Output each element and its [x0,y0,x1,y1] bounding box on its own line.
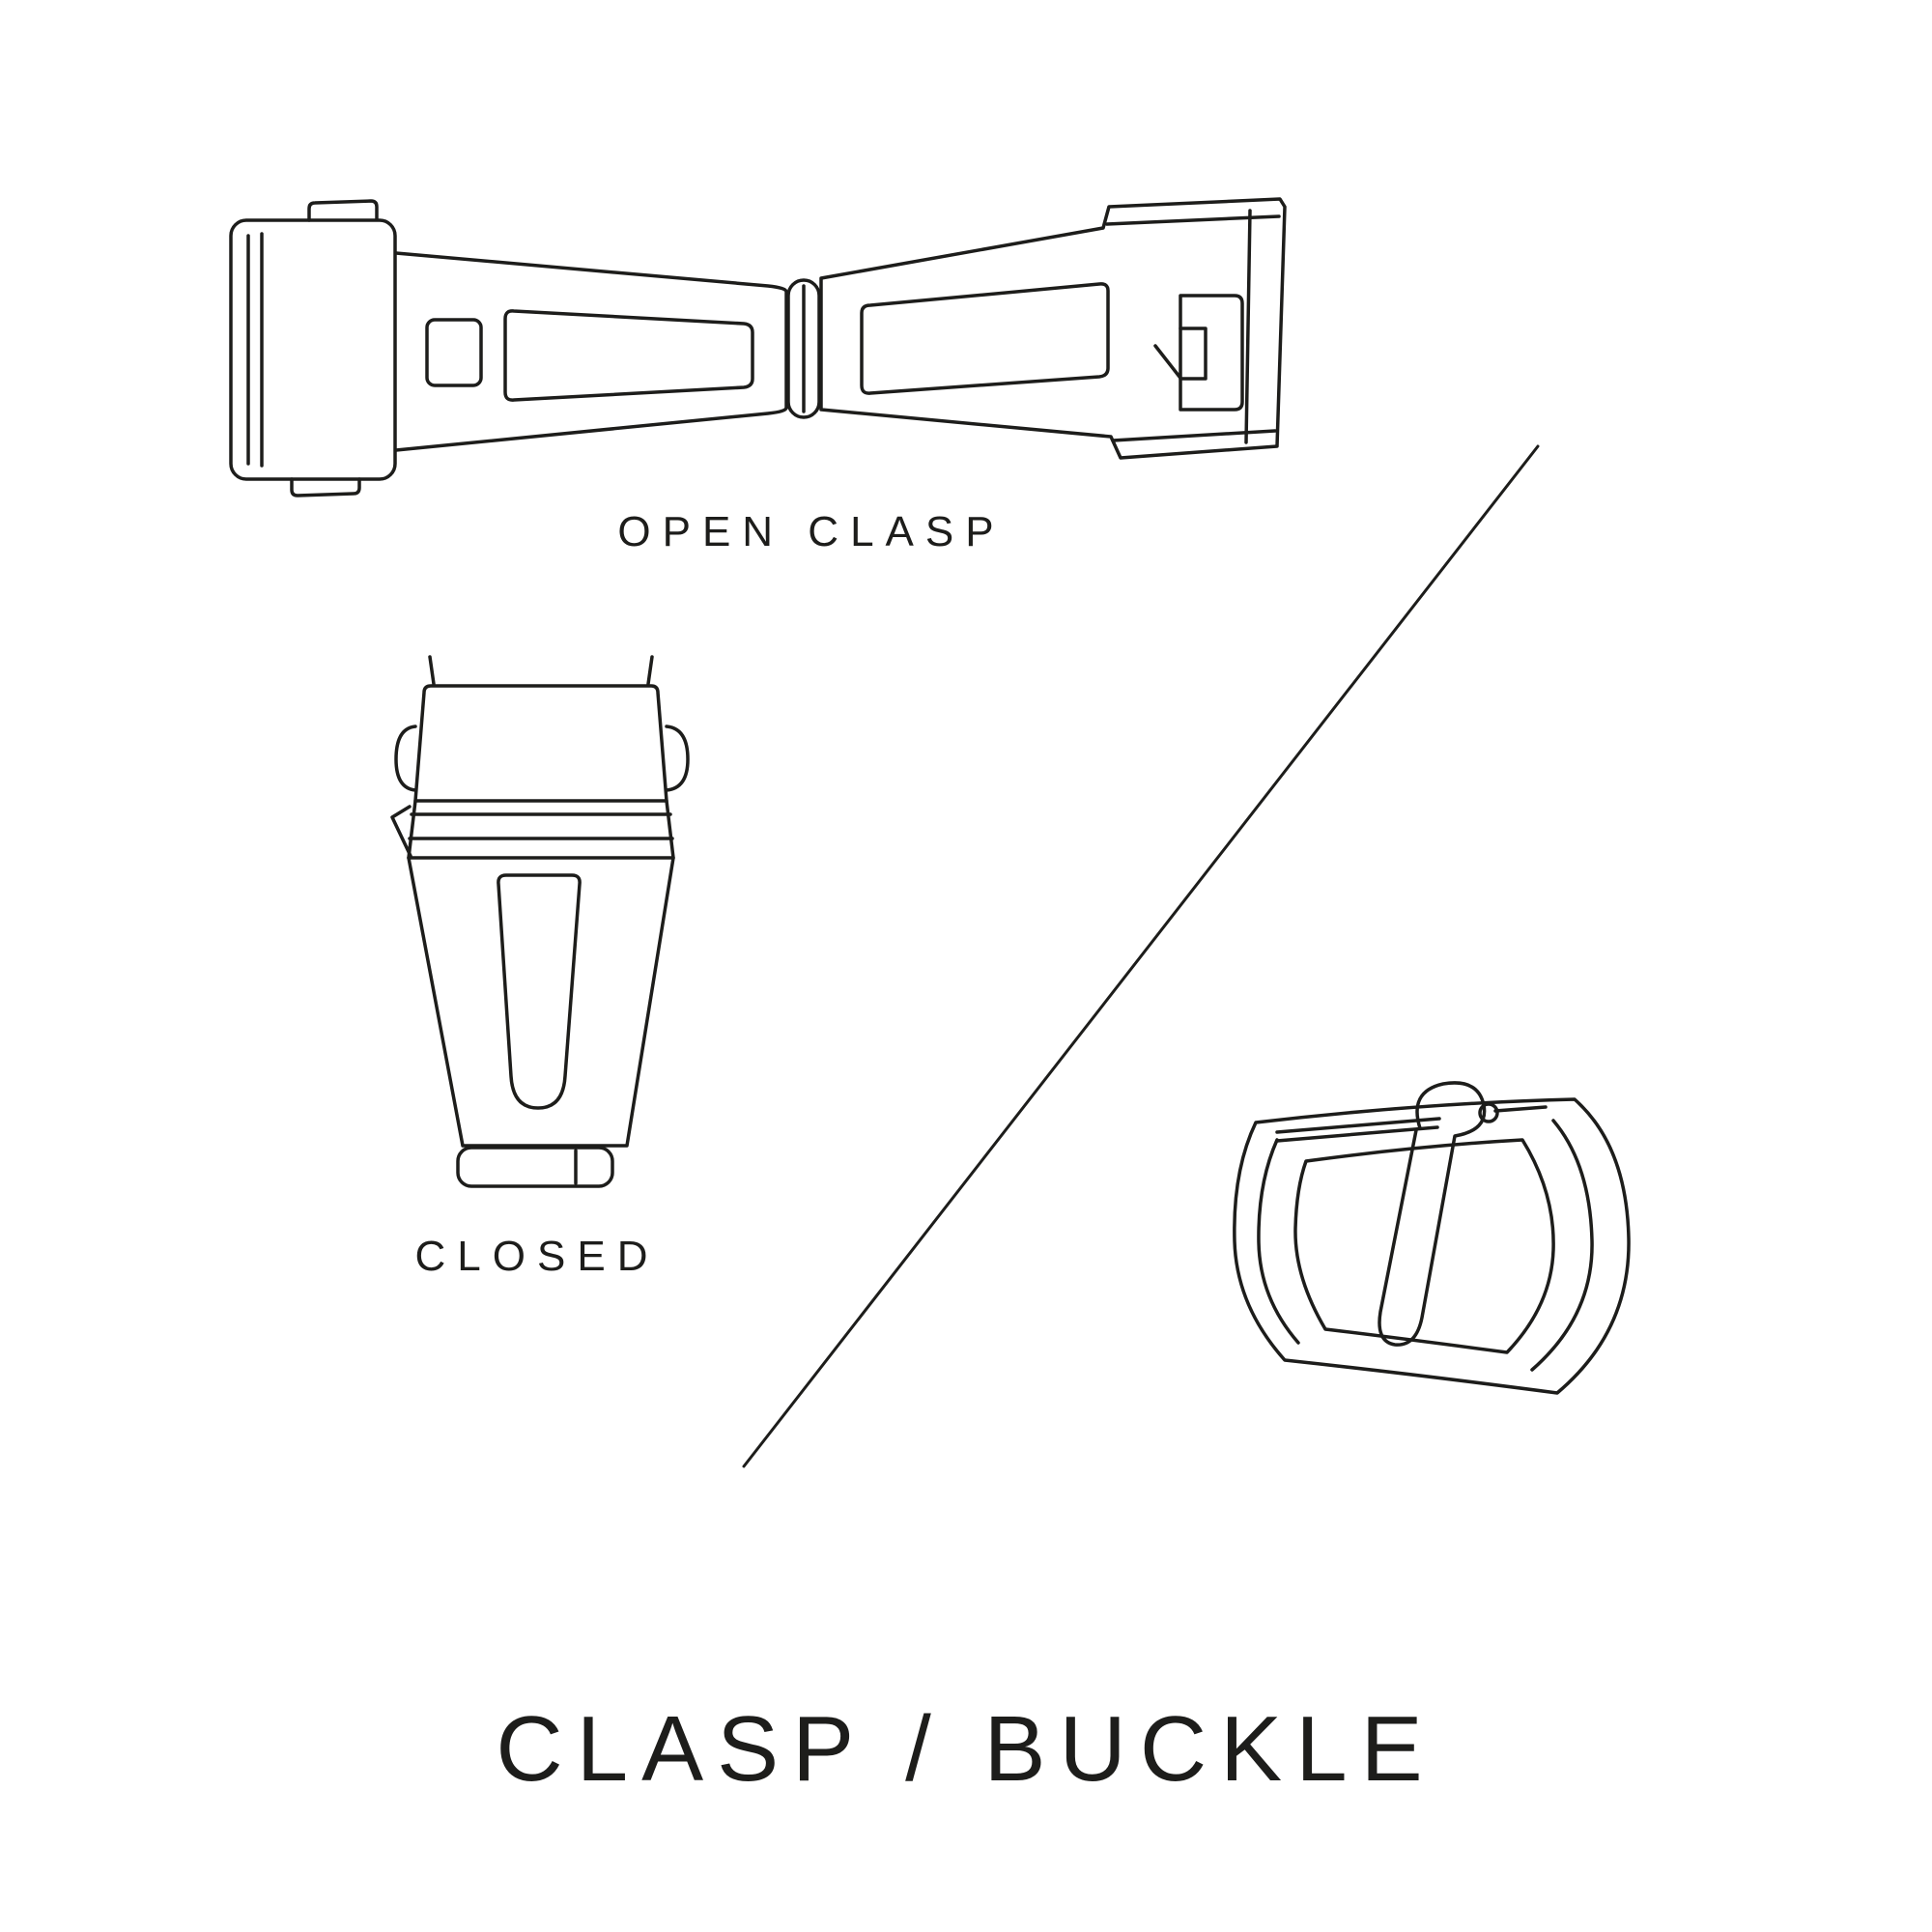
right-ear [665,724,690,792]
buckle-frame-outer [1233,1097,1631,1395]
end-link-top-tab [307,199,379,222]
buckle-frame-right-inner [1530,1119,1594,1372]
left-arm [394,251,788,452]
prong-right [646,655,654,686]
tang-buckle-illustration [1233,1081,1631,1395]
prong-left [428,655,436,686]
top-block [413,684,668,803]
buckle-bar [1275,1117,1441,1143]
fold-band-left-edge [407,799,417,860]
left-flap [390,805,412,858]
buckle-bar-ring [1478,1102,1499,1123]
fold-band-right-edge [665,799,675,860]
hinge [786,278,821,419]
right-arm-top-step [1105,214,1281,226]
right-arm-fold [1244,209,1252,444]
buckle-opening [1293,1138,1555,1354]
right-keeper [1179,294,1244,412]
right-keeper-slot [1179,327,1208,381]
end-link [229,218,397,481]
clasp-foot [456,1146,614,1188]
end-link-bottom-tab [290,477,361,497]
page-title: CLASP / BUCKLE [496,1697,1436,1801]
buckle-bar-right [1493,1105,1548,1113]
right-arm-window [860,282,1110,395]
buckle-frame-left-inner [1257,1138,1300,1345]
open-clasp-label: OPEN CLASP [617,508,1006,555]
closed-clasp-label: CLOSED [414,1233,660,1280]
diagonal-divider-line [742,444,1540,1468]
clasp-body-window [497,873,582,1110]
right-arm [819,197,1287,460]
right-arm-bottom-step [1111,429,1277,442]
left-arm-button [425,318,483,387]
buckle-tang [1378,1081,1487,1347]
clasp-body [407,856,675,1148]
left-arm-window [503,309,754,402]
open-clasp-illustration [229,197,1287,497]
closed-clasp-illustration [390,655,690,1188]
right-keeper-tick [1153,344,1181,379]
left-ear [394,724,417,792]
